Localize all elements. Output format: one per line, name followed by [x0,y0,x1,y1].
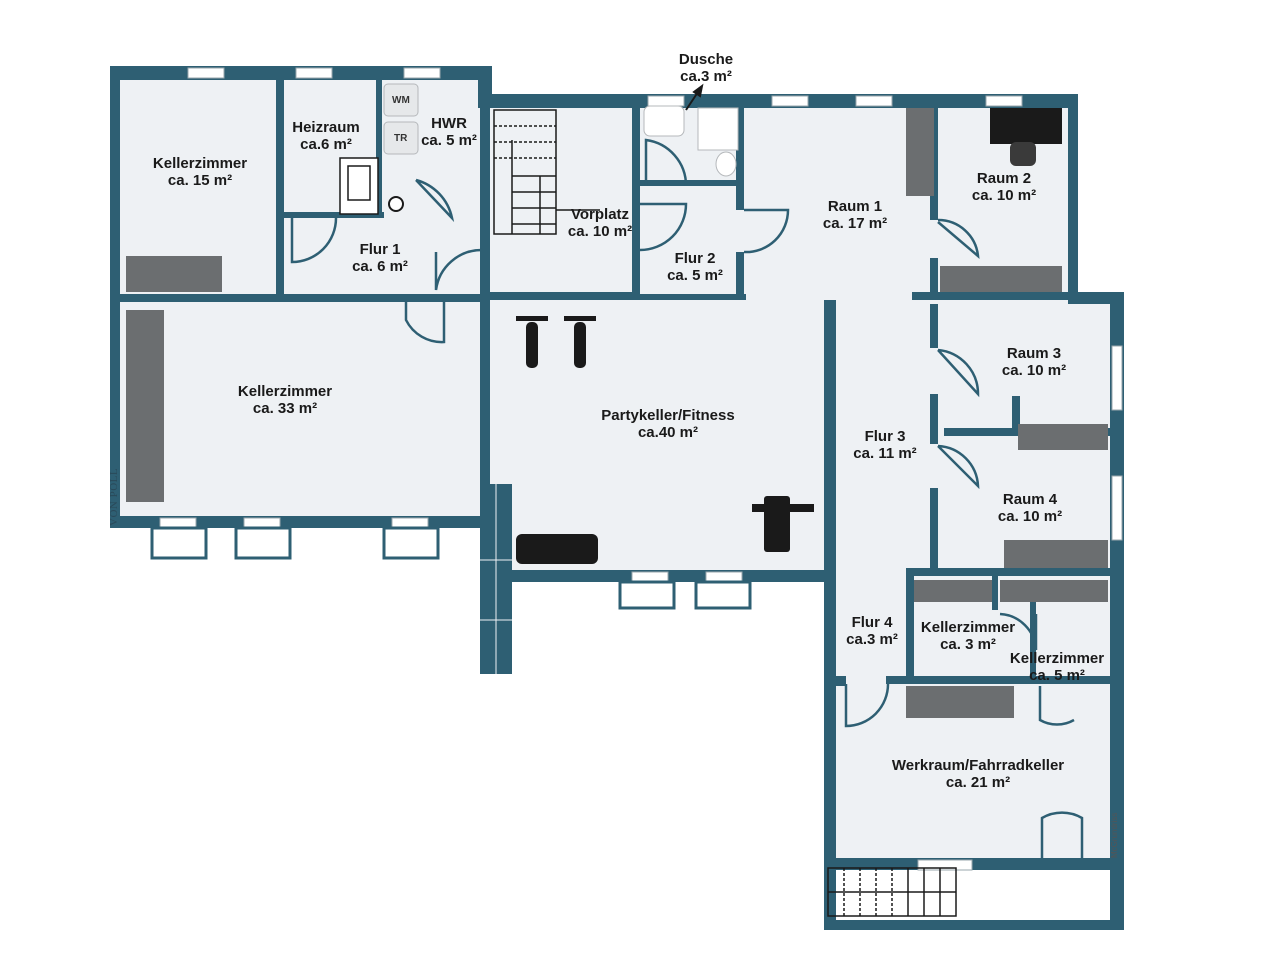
doors [290,138,1084,858]
boiler [339,157,404,215]
washer-dryer [383,83,419,155]
vonpoll-logo: VON POLL [108,467,120,526]
mcgrundriss-credit: McGrundriss [1110,812,1119,858]
shower-bath [643,105,739,177]
dusche-arrow [685,83,704,111]
light-wells [150,526,752,610]
staircase [493,109,600,235]
wall-grid [480,484,512,674]
desk [990,108,1062,166]
dryer-label: TR [394,133,408,144]
floor-areas [118,74,1118,862]
outdoor-stairs [827,867,957,917]
washer-label: WM [392,95,410,106]
windows [159,67,1123,871]
furniture [126,108,1108,718]
fitness-equipment [516,316,814,564]
